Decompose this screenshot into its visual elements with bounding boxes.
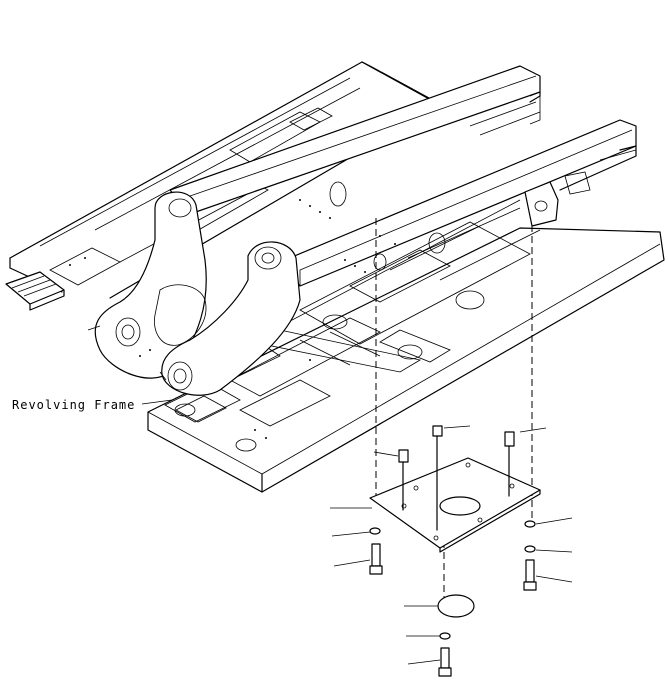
frame-detail-dots [69, 199, 396, 439]
frame-beams [169, 65, 637, 287]
cover-plate-assembly [330, 218, 573, 677]
revolving-frame-label: Revolving Frame [12, 398, 136, 412]
frame-label-leader [141, 399, 173, 405]
boom-brackets [87, 191, 301, 396]
revolving-frame-body [5, 61, 665, 493]
